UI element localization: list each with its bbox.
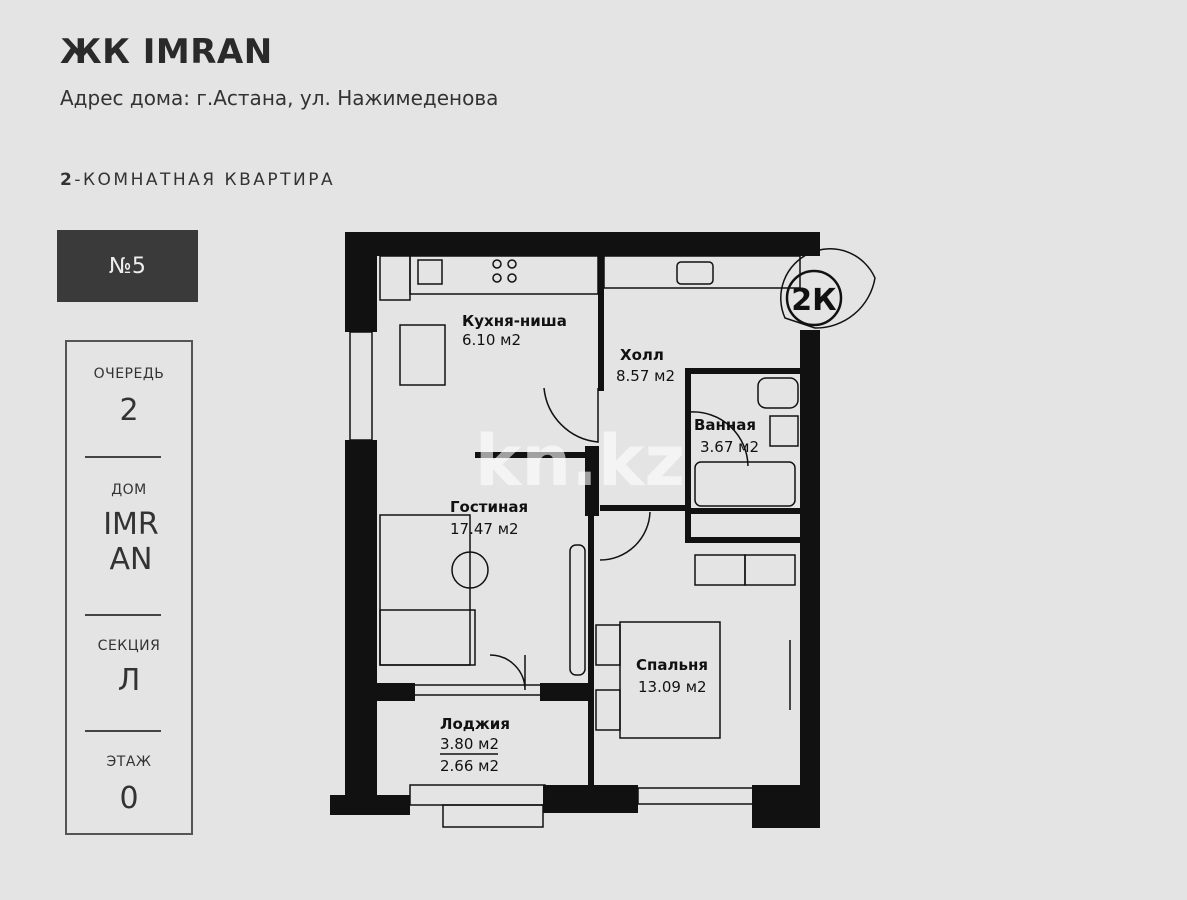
room-name-kitchen: Кухня-ниша <box>462 312 567 330</box>
house-label: ДОМ <box>111 482 147 498</box>
divider <box>85 456 161 458</box>
queue-label: ОЧЕРЕДЬ <box>93 366 165 382</box>
fixtures <box>349 255 801 828</box>
floor-value: 0 <box>119 781 139 816</box>
room-area-kitchen: 6.10 м2 <box>462 331 521 349</box>
divider <box>85 614 161 616</box>
info-panel: ОЧЕРЕДЬ 2 ДОМ IMR AN СЕКЦИЯ Л ЭТАЖ 0 <box>65 340 193 835</box>
room-name-living: Гостиная <box>450 498 528 516</box>
room-area2-loggia: 2.66 м2 <box>440 757 499 775</box>
address: Адрес дома: г.Астана, ул. Нажимеденова <box>60 86 499 110</box>
section-value: Л <box>117 663 141 698</box>
room-name-hall: Холл <box>620 346 664 364</box>
room-name-loggia: Лоджия <box>440 715 510 733</box>
badge-2k: 2К <box>780 248 876 329</box>
apartment-number: №5 <box>57 230 198 302</box>
apartment-type-label: -КОМНАТНАЯ КВАРТИРА <box>74 170 336 190</box>
section-label: СЕКЦИЯ <box>97 638 161 654</box>
rooms-count: 2 <box>60 170 75 190</box>
room-area-bedroom: 13.09 м2 <box>638 678 707 696</box>
room-labels: Кухня-ниша 6.10 м2 Холл 8.57 м2 Ванная 3… <box>440 312 759 775</box>
house-value: IMR AN <box>103 507 159 577</box>
apartment-type: 2-КОМНАТНАЯ КВАРТИРА <box>60 170 335 190</box>
divider <box>85 730 161 732</box>
room-area-living: 17.47 м2 <box>450 520 519 538</box>
room-name-bedroom: Спальня <box>636 656 708 674</box>
badge-text: 2К <box>791 283 837 318</box>
room-name-bathroom: Ванная <box>694 416 756 434</box>
room-area-loggia: 3.80 м2 <box>440 735 499 753</box>
walls <box>330 232 820 828</box>
watermark: kn.kz <box>475 420 685 502</box>
complex-title: ЖК IMRAN <box>60 32 273 72</box>
room-area-bathroom: 3.67 м2 <box>700 438 759 456</box>
floor-label: ЭТАЖ <box>106 754 152 770</box>
room-area-hall: 8.57 м2 <box>616 367 675 385</box>
queue-value: 2 <box>119 393 139 428</box>
